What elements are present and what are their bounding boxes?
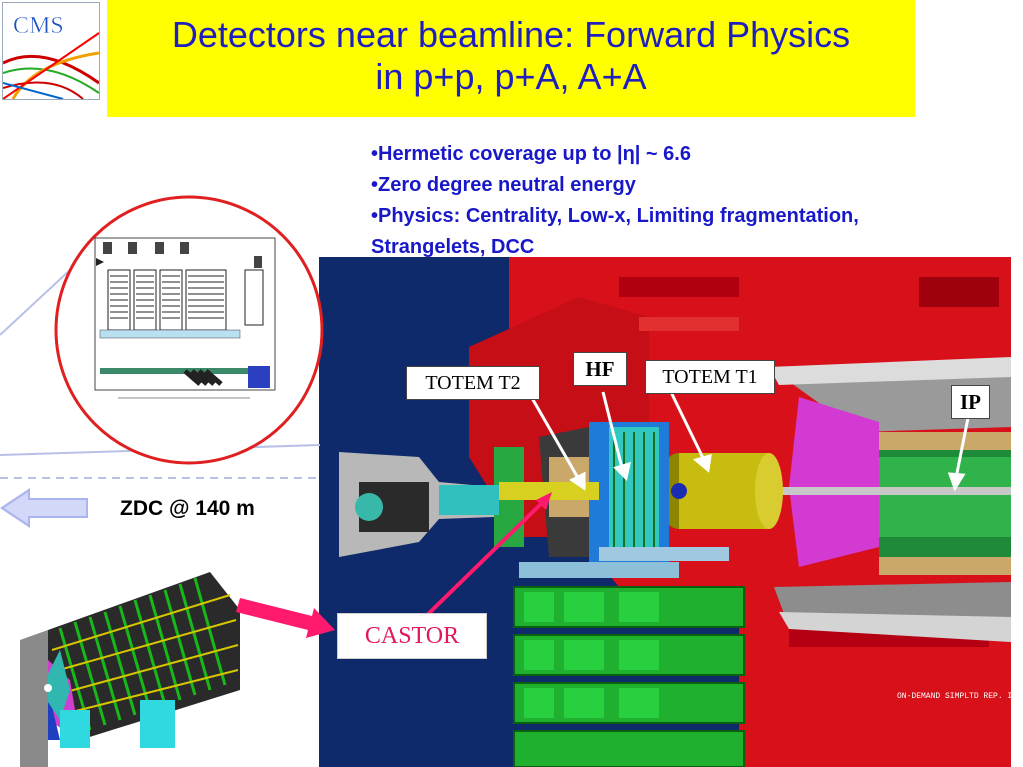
- arrow-left-icon: [0, 488, 88, 528]
- title-line-1: Detectors near beamline: Forward Physics: [171, 14, 851, 55]
- title-background: [107, 0, 915, 117]
- detector-visualization: ON-DEMAND SIMPLTD REP. INT: [319, 257, 1011, 767]
- bullet-item: •Hermetic coverage up to |η| ~ 6.6: [371, 143, 691, 165]
- castor-illustration: [20, 572, 240, 767]
- label-totem-t2: TOTEM T2: [406, 366, 540, 400]
- render-caption: ON-DEMAND SIMPLTD REP. INT: [897, 692, 1011, 701]
- bullet-item: Strangelets, DCC: [371, 236, 535, 258]
- bullet-item: •Zero degree neutral energy: [371, 174, 636, 196]
- label-ip: IP: [951, 385, 990, 419]
- bullet-list: •Hermetic coverage up to |η| ~ 6.6 •Zero…: [371, 139, 1021, 263]
- cms-logo: CMS: [2, 2, 100, 100]
- guide-line: [0, 269, 71, 336]
- guide-line: [0, 444, 321, 456]
- label-zdc: ZDC @ 140 m: [120, 497, 255, 520]
- slide-title: Detectors near beamline: Forward Physics…: [107, 14, 915, 98]
- label-totem-t1: TOTEM T1: [645, 360, 775, 394]
- logo-text: CMS: [13, 13, 64, 39]
- zdc-drawing-inset: [54, 195, 324, 465]
- label-castor: CASTOR: [337, 613, 487, 659]
- bullet-item: •Physics: Centrality, Low-x, Limiting fr…: [371, 205, 859, 227]
- title-line-2: in p+p, p+A, A+A: [375, 56, 647, 97]
- label-hf: HF: [573, 352, 627, 386]
